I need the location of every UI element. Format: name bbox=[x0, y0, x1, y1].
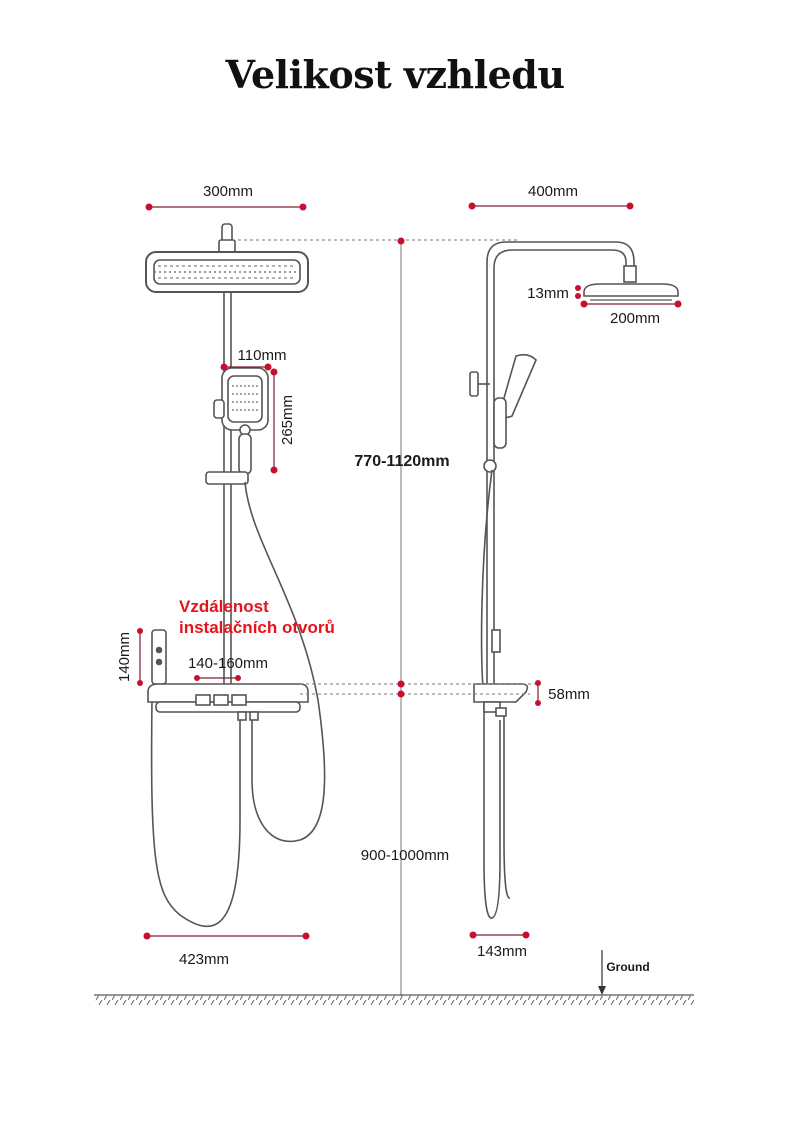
page-title: Velikost vzhledu bbox=[225, 52, 566, 97]
front-thermostatic-shelf bbox=[147, 683, 309, 721]
label-hole-distance-note-line2: instalačních otvorů bbox=[179, 618, 335, 637]
label-side-depth: 400mm bbox=[528, 183, 578, 200]
side-rain-shower-head bbox=[583, 283, 679, 301]
label-side-head-thickness: 13mm bbox=[527, 285, 569, 302]
label-hole-distance-note-line1: Vzdálenost bbox=[179, 597, 269, 616]
label-side-hose-span: 143mm bbox=[477, 943, 527, 960]
label-hole-distance: 140-160mm bbox=[188, 655, 268, 672]
side-view bbox=[469, 241, 679, 919]
dimension-labels: 300mm 400mm 13mm 200mm 110mm 265mm 770-1… bbox=[116, 183, 660, 974]
label-ground: Ground bbox=[606, 960, 649, 974]
front-view bbox=[145, 223, 326, 928]
label-side-head-diameter: 200mm bbox=[610, 310, 660, 327]
dimension-lines bbox=[137, 202, 682, 940]
ground bbox=[94, 950, 694, 1005]
label-handshower-length: 265mm bbox=[279, 395, 296, 445]
label-shelf-thickness: 58mm bbox=[548, 686, 590, 703]
label-handshower-width: 110mm bbox=[238, 347, 287, 364]
front-rain-shower-head bbox=[145, 251, 309, 293]
label-mounting-height: 900-1000mm bbox=[361, 847, 449, 864]
label-mixer-height: 140mm bbox=[116, 632, 133, 682]
dimension-guides bbox=[238, 239, 540, 996]
label-front-head-width: 300mm bbox=[203, 183, 253, 200]
front-hand-shower bbox=[213, 367, 269, 475]
label-total-height-range: 770-1120mm bbox=[354, 453, 449, 470]
side-hand-shower bbox=[469, 353, 537, 449]
label-hose-span: 423mm bbox=[179, 951, 229, 968]
